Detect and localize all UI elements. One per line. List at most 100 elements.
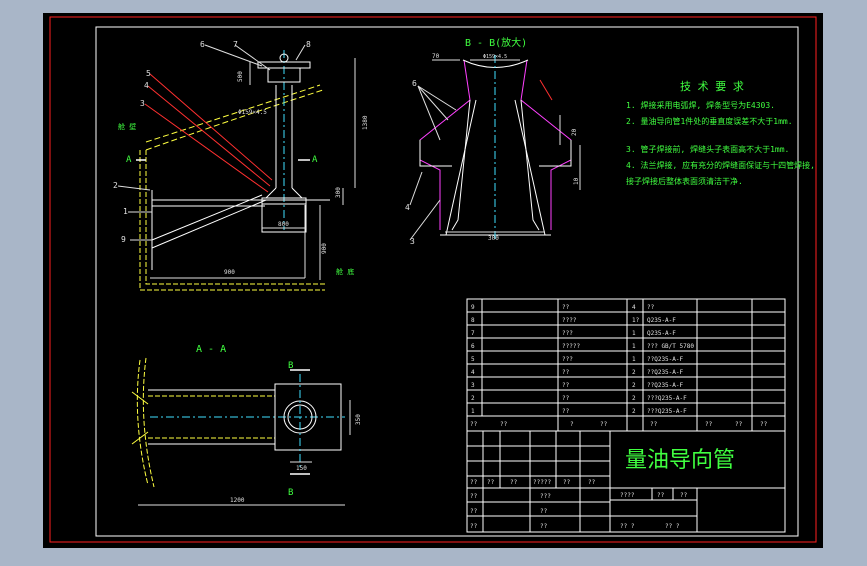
table-cell-text: ???Q235-A-F xyxy=(647,395,687,402)
callout-bb-3: 3 xyxy=(410,237,415,246)
table-cell-text: ?? xyxy=(562,304,570,311)
section-bb-view xyxy=(409,55,581,241)
drawing-title: 量油导向管 xyxy=(625,448,735,473)
dim-900-w: 900 xyxy=(224,269,235,276)
dim-150: 150 xyxy=(296,465,307,472)
table-cell-text: ?? xyxy=(562,395,570,402)
callout-bb-6: 6 xyxy=(412,79,417,88)
parts-row: 9??4?? xyxy=(471,304,655,311)
floor-label: 舱 底 xyxy=(336,267,354,276)
table-cell-text: 2 xyxy=(632,382,636,389)
marker-b-bottom: B xyxy=(288,488,293,498)
table-cell-text: ??? xyxy=(562,330,573,337)
parts-row: 5??? 1 ??Q235-A-F xyxy=(471,356,684,363)
marker-b-top: B xyxy=(288,361,293,371)
table-cell-text: ????? xyxy=(533,479,551,486)
parts-header-row: ??????? ???????? xyxy=(470,421,768,428)
table-cell-text: 9 xyxy=(471,304,475,311)
bulkhead-wall xyxy=(139,150,325,291)
table-cell-text: ?? xyxy=(650,421,658,428)
title-block xyxy=(466,430,786,533)
table-cell-text: ?? xyxy=(470,523,478,530)
table-cell-text: ?? xyxy=(600,421,608,428)
callout-5: 5 xyxy=(146,69,151,78)
tech-req-line-2: 2. 量油导向管1件处的垂直度误差不大于1mm. xyxy=(626,116,793,126)
table-cell-text: ?? xyxy=(540,523,548,530)
bulkhead-label: 舱 壁 xyxy=(118,122,136,131)
callout-8: 8 xyxy=(306,40,311,49)
table-cell-text: ???? xyxy=(620,492,635,499)
parts-row: 2?? 2 ???Q235-A-F xyxy=(471,395,687,402)
table-cell-text: ?? xyxy=(500,421,508,428)
parts-row: 6?????1??? GB/T 5780 xyxy=(471,343,694,350)
table-cell-text: 2 xyxy=(632,408,636,415)
table-cell-text: ?? xyxy=(760,421,768,428)
table-cell-text: 8 xyxy=(471,317,475,324)
table-cell-text: ?? xyxy=(563,479,571,486)
table-cell-text: ?? xyxy=(647,304,655,311)
table-cell-text: 1? xyxy=(632,317,640,324)
table-cell-text: ???? xyxy=(562,317,577,324)
tech-req-line-4: 4. 法兰焊接, 应有充分的焊缝面保证与十四管焊接, xyxy=(626,160,815,170)
table-cell-text: ?? xyxy=(705,421,713,428)
table-cell-text: ?? xyxy=(680,492,688,499)
dim-1200: 1200 xyxy=(230,497,245,504)
table-cell-text: ?? xyxy=(487,479,495,486)
table-cell-text: ???Q235-A-F xyxy=(647,408,687,415)
outer-frame xyxy=(49,16,817,543)
parts-row: 3??2??Q235-A-F xyxy=(471,382,684,389)
table-cell-text: 2 xyxy=(632,395,636,402)
title-block-text: ?? ?? ?? ????? ?? ?? ?? ??? ???? ?? ?? ?… xyxy=(470,479,688,530)
parts-row: 4??2??Q235-A-F xyxy=(471,369,684,376)
table-cell-text: ??Q235-A-F xyxy=(647,356,684,363)
table-cell-text: 1 xyxy=(632,330,636,337)
table-cell-text: ?? xyxy=(470,479,478,486)
table-cell-text: Q235-A-F xyxy=(647,330,676,337)
front-view xyxy=(117,44,356,291)
tech-req-line-3: 3. 管子焊接前, 焊缝头子表面高不大于1mm. xyxy=(626,144,789,154)
table-cell-text: 7 xyxy=(471,330,475,337)
tech-req-heading: 技 术 要 求 xyxy=(680,80,744,93)
table-cell-text: 2 xyxy=(632,369,636,376)
view-label-aa: A - A xyxy=(196,344,226,355)
table-cell-text: 1 xyxy=(471,408,475,415)
dim-bb-70: 70 xyxy=(432,53,440,60)
table-cell-text: ??? xyxy=(562,356,573,363)
table-cell-text: ?? xyxy=(470,493,478,500)
table-cell-text: ? xyxy=(570,421,574,428)
table-cell-text: ?? xyxy=(470,421,478,428)
dim-1380: 1380 xyxy=(362,115,369,130)
parts-row: 8????1?Q235-A-F xyxy=(471,317,676,324)
callout-bb-4: 4 xyxy=(405,203,410,212)
parts-row: 1?? 2 ???Q235-A-F xyxy=(471,408,687,415)
tech-req-line-1: 1. 焊接采用电弧焊, 焊条型号为E4303. xyxy=(626,100,775,110)
table-cell-text: ?? xyxy=(540,508,548,515)
table-cell-text: ??Q235-A-F xyxy=(647,382,684,389)
table-cell-text: ?? xyxy=(562,369,570,376)
callout-1: 1 xyxy=(123,207,128,216)
table-cell-text: 5 xyxy=(471,356,475,363)
dim-bb-10: 10 xyxy=(573,177,580,185)
table-cell-text: 3 xyxy=(471,382,475,389)
drawing-sheet xyxy=(43,13,823,548)
marker-a-left: A xyxy=(126,155,132,165)
table-cell-text: 1 xyxy=(632,356,636,363)
tech-req-line-5: 接子焊接后整体表面须清洁干净. xyxy=(626,176,743,186)
table-cell-text: ?? ? xyxy=(665,523,680,530)
table-cell-text: ?? ? xyxy=(620,523,635,530)
text-layer: 量油导向管 技 术 要 求 1. 焊接采用电弧焊, 焊条型号为E4303. 2.… xyxy=(113,36,815,504)
table-cell-text: ??? GB/T 5780 xyxy=(647,343,694,350)
dim-pipe: Φ159×4.5 xyxy=(238,109,267,116)
parts-row: 7??? 1 Q235-A-F xyxy=(471,330,676,337)
dim-500: 500 xyxy=(237,71,244,82)
table-cell-text: ?? xyxy=(470,508,478,515)
dim-bb-pipe: Φ159×4.5 xyxy=(483,54,507,60)
table-cell-text: 4 xyxy=(471,369,475,376)
bulkhead-wall-inner xyxy=(145,150,325,285)
callout-6: 6 xyxy=(200,40,205,49)
dim-900-h: 900 xyxy=(321,243,328,254)
view-label-bb: B - B(放大) xyxy=(465,36,527,49)
table-cell-text: 2 xyxy=(471,395,475,402)
table-cell-text: ?? xyxy=(562,408,570,415)
